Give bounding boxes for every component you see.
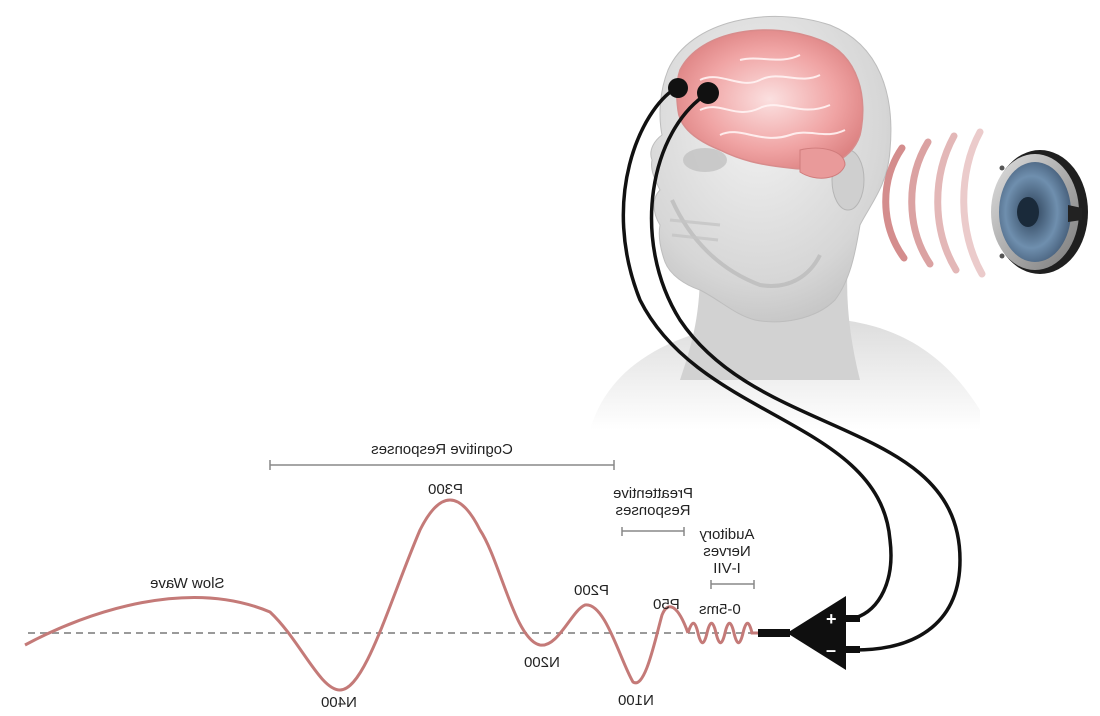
electrode-2	[697, 82, 719, 104]
bracket-preattentive	[622, 527, 684, 536]
sound-waves	[886, 132, 982, 274]
label-auditory-nerves: Auditory Nerves I-VII	[694, 526, 760, 577]
label-preattentive-line2: Responses	[598, 502, 708, 519]
label-cognitive-responses: Cognitive Responses	[354, 441, 530, 458]
label-preattentive-responses: Preattentive Responses	[598, 485, 708, 519]
amplifier-icon	[758, 596, 860, 670]
electrode-1	[668, 78, 688, 98]
bracket-cognitive	[270, 460, 614, 470]
label-n200: N200	[524, 654, 560, 671]
amplifier-minus-sign: –	[826, 641, 836, 659]
abr-oscillation	[688, 623, 758, 643]
label-auditory-line1: Auditory	[694, 526, 760, 543]
amplifier-plus-sign: +	[826, 610, 837, 628]
head-illustration	[590, 16, 980, 430]
label-p300: P300	[428, 481, 463, 498]
label-p50: P50	[653, 596, 680, 613]
label-p200: P200	[574, 582, 609, 599]
bracket-auditory	[711, 580, 754, 589]
label-slow-wave: Slow Wave	[150, 575, 224, 592]
label-n100: N100	[618, 692, 654, 709]
label-auditory-line3: I-VII	[694, 560, 760, 577]
label-range: 0-5ms	[699, 601, 741, 618]
label-auditory-line2: Nerves	[694, 543, 760, 560]
speaker-icon	[991, 150, 1088, 274]
label-n400: N400	[321, 694, 357, 711]
label-preattentive-line1: Preattentive	[598, 485, 708, 502]
eye-socket	[683, 148, 727, 172]
